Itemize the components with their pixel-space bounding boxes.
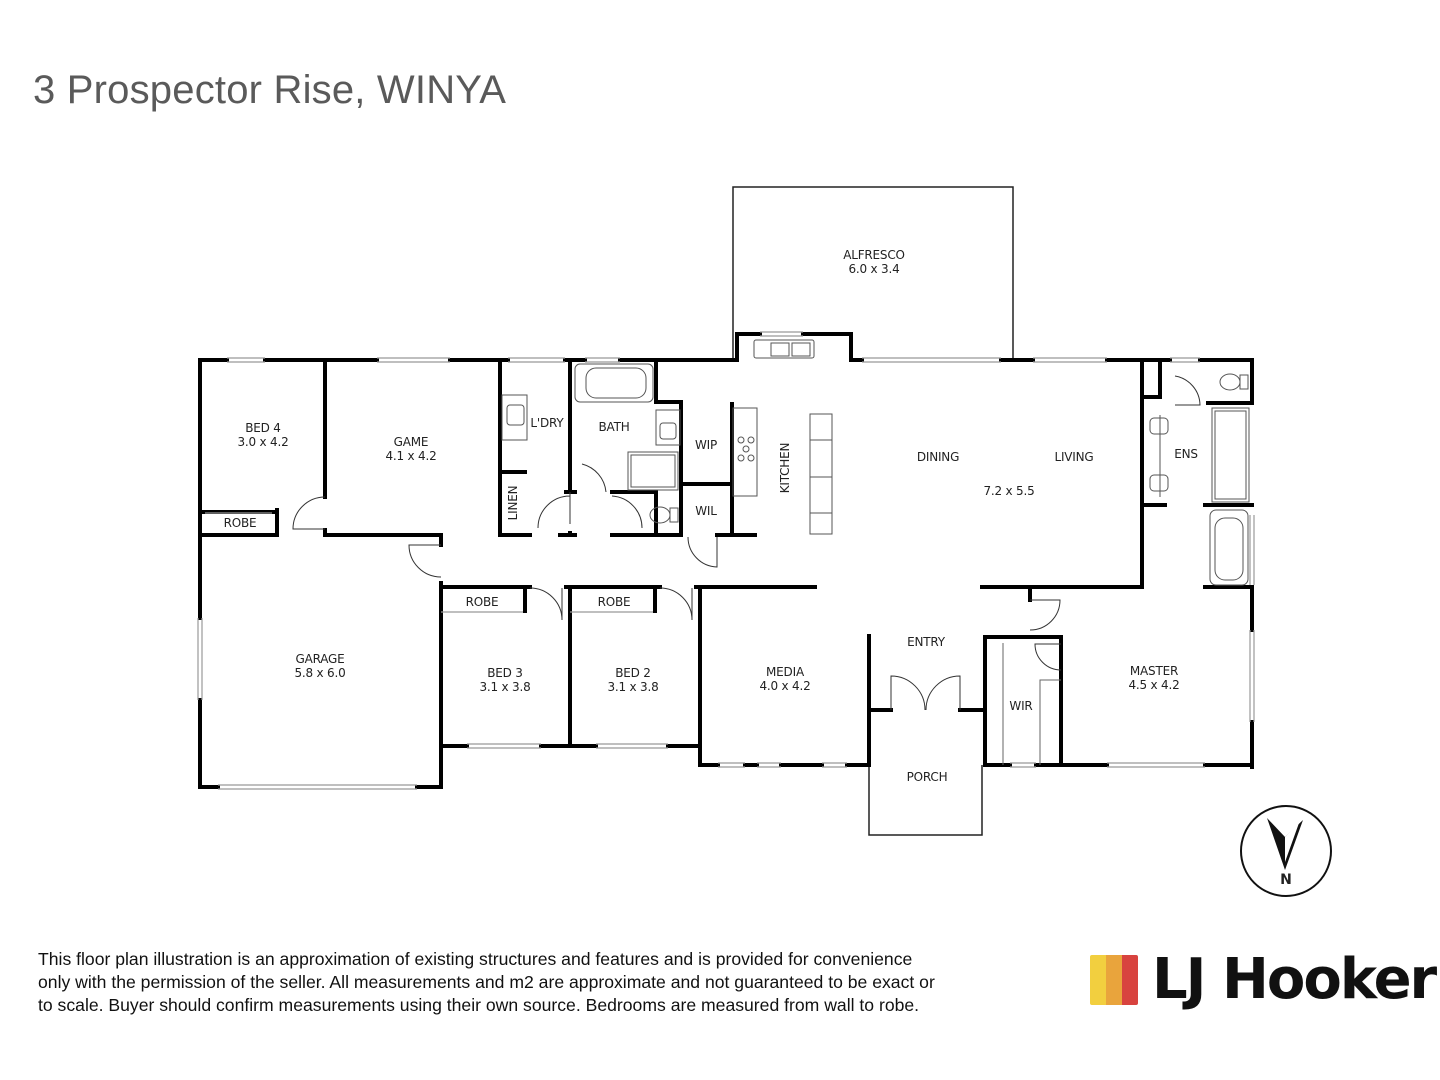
brand-bar-orange <box>1106 955 1122 1005</box>
room-dimensions: 4.1 x 4.2 <box>385 449 437 463</box>
exterior-walls <box>198 332 1254 789</box>
room-dimensions: 4.0 x 4.2 <box>759 679 811 693</box>
room-name: WIP <box>694 438 718 452</box>
room-name: ENS <box>1174 447 1198 461</box>
disclaimer-line: only with the permission of the seller. … <box>38 972 935 992</box>
room-game: GAME 4.1 x 4.2 <box>385 435 436 463</box>
fixtures <box>501 339 1250 586</box>
room-dimensions: 3.0 x 4.2 <box>237 435 289 449</box>
room-dimensions: 5.8 x 6.0 <box>294 666 346 680</box>
room-bath: BATH <box>598 420 629 434</box>
wir-shelving <box>1002 643 1061 765</box>
room-name: ROBE <box>597 595 631 609</box>
compass-north-label: N <box>1280 872 1292 888</box>
room-porch: PORCH <box>907 770 948 784</box>
room-name: ROBE <box>223 516 257 530</box>
room-name: ALFRESCO <box>843 248 905 262</box>
disclaimer-line: to scale. Buyer should confirm measureme… <box>38 995 920 1015</box>
room-name: BED 3 <box>487 666 523 680</box>
windows <box>197 331 1255 790</box>
brand-logo: LJ Hooker <box>1090 945 1437 1015</box>
room-wir: WIR <box>1009 699 1032 713</box>
room-garage: GARAGE 5.8 x 6.0 <box>294 652 345 680</box>
room-linen: LINEN <box>506 486 520 521</box>
room-name: LIVING <box>1054 450 1094 464</box>
room-robe-bed-2: ROBE <box>598 595 631 609</box>
room-dimensions: 4.5 x 4.2 <box>1128 678 1180 692</box>
room-laundry: L'DRY <box>530 416 563 430</box>
brand-wordmark: LJ Hooker <box>1152 947 1437 1012</box>
room-name: PORCH <box>906 770 948 784</box>
room-name: MASTER <box>1129 664 1179 678</box>
room-dimensions: 3.1 x 3.8 <box>607 680 659 694</box>
room-name: ENTRY <box>907 635 945 649</box>
room-dining-living-dimensions: 7.2 x 5.5 <box>983 484 1034 498</box>
room-bed-3: BED 3 3.1 x 3.8 <box>479 666 530 694</box>
page-title: 3 Prospector Rise, WINYA <box>33 68 507 112</box>
room-robe-bed-3: ROBE <box>466 595 499 609</box>
disclaimer: This floor plan illustration is an appro… <box>38 948 1098 1017</box>
door-swings <box>292 375 1201 711</box>
room-living: LIVING <box>1054 450 1093 464</box>
porch-outline <box>868 765 983 836</box>
north-arrow-icon <box>1240 805 1332 897</box>
room-dimensions: 7.2 x 5.5 <box>983 484 1035 498</box>
room-name: GARAGE <box>295 652 345 666</box>
brand-bar-red <box>1122 955 1138 1005</box>
room-dining: DINING <box>916 450 960 464</box>
room-dimensions: 3.1 x 3.8 <box>479 680 531 694</box>
room-dimensions: 6.0 x 3.4 <box>848 262 900 276</box>
room-wil: WIL <box>695 504 717 518</box>
room-name: ROBE <box>465 595 499 609</box>
room-master: MASTER 4.5 x 4.2 <box>1128 664 1179 692</box>
alfresco-outline <box>732 186 1014 358</box>
room-name: BATH <box>598 420 630 434</box>
room-bed-2: BED 2 3.1 x 3.8 <box>607 666 658 694</box>
room-robe-bed-4: ROBE <box>224 516 257 530</box>
room-name: BED 4 <box>245 421 281 435</box>
room-ensuite: ENS <box>1174 447 1198 461</box>
room-name: WIR <box>1009 699 1033 713</box>
room-name: DINING <box>916 450 960 464</box>
north-compass: N <box>1239 804 1333 898</box>
room-kitchen: KITCHEN <box>778 443 792 494</box>
room-name: WIL <box>695 504 717 518</box>
brand-color-bars-icon <box>1090 955 1138 1005</box>
room-name: BED 2 <box>615 666 651 680</box>
room-media: MEDIA 4.0 x 4.2 <box>759 665 810 693</box>
room-entry: ENTRY <box>907 635 945 649</box>
room-name: KITCHEN <box>778 442 792 494</box>
disclaimer-line: This floor plan illustration is an appro… <box>38 949 913 969</box>
room-wip: WIP <box>695 438 717 452</box>
robes <box>200 510 657 613</box>
room-bed-4: BED 4 3.0 x 4.2 <box>237 421 288 449</box>
room-name: LINEN <box>506 485 520 521</box>
room-name: L'DRY <box>530 416 564 430</box>
brand-bar-yellow <box>1090 955 1106 1005</box>
room-name: GAME <box>393 435 429 449</box>
room-alfresco: ALFRESCO 6.0 x 3.4 <box>843 248 905 276</box>
room-name: MEDIA <box>766 665 804 679</box>
